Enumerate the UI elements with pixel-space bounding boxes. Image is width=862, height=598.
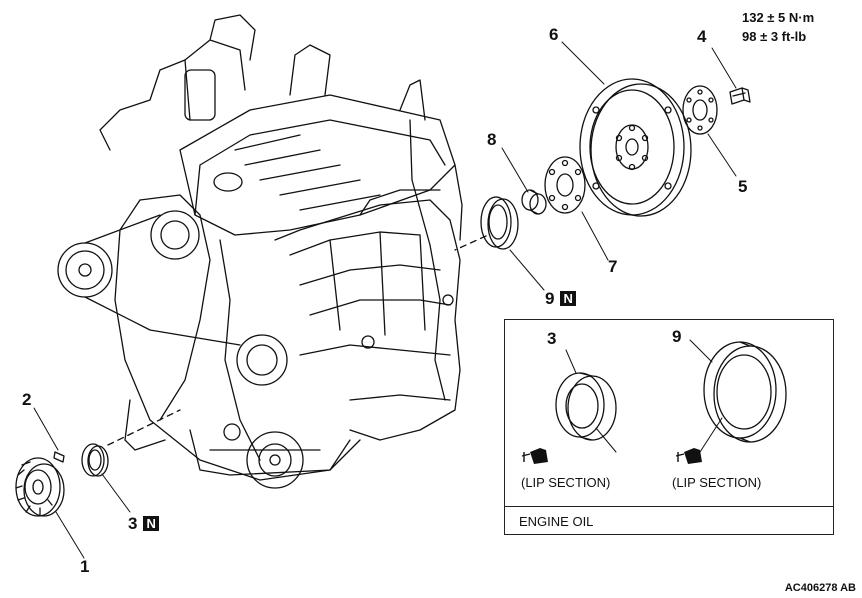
- pilot-bushing-part-8: [521, 189, 547, 215]
- lip-section-label-3: (LIP SECTION): [521, 475, 611, 490]
- alignment-line-front: [107, 409, 181, 446]
- callout-7: 7: [608, 258, 617, 275]
- alignment-line-rear: [454, 235, 487, 251]
- reinforcement-plate-part-5: [682, 85, 718, 135]
- oil-can-icon: [521, 448, 548, 464]
- flywheel-bolt-part-4: [729, 87, 751, 105]
- engine-assembly-drawing: [57, 14, 463, 489]
- adapter-plate-part-7: [544, 156, 586, 214]
- inset-callout-3: 3: [547, 330, 556, 347]
- callout-8: 8: [487, 131, 496, 148]
- inset-seal-3-drawing: [555, 349, 617, 453]
- callout-number: 4: [697, 27, 707, 46]
- callout-number: 1: [80, 557, 90, 576]
- torque-imperial: 98 ± 3 ft-lb: [742, 29, 807, 44]
- leader-lines: [33, 41, 737, 559]
- callout-2: 2: [22, 391, 31, 408]
- new-part-badge: N: [560, 291, 576, 306]
- callout-number: 9: [672, 327, 682, 346]
- callout-number: 5: [738, 177, 748, 196]
- callout-5: 5: [738, 178, 747, 195]
- callout-number: 3: [547, 329, 557, 348]
- inset-callout-9: 9: [672, 328, 681, 345]
- inset-seal-9-drawing: [689, 339, 787, 453]
- oil-can-icon: [675, 448, 702, 464]
- callout-number: 2: [22, 390, 32, 409]
- callout-number: 7: [608, 257, 618, 276]
- inset-divider: [505, 506, 833, 507]
- crankshaft-sprocket-part-1: [15, 457, 65, 517]
- torque-metric: 132 ± 5 N·m: [742, 10, 815, 25]
- woodruff-key-part-2: [53, 451, 65, 463]
- torque-spec: 132 ± 5 N·m 98 ± 3 ft-lb: [742, 8, 814, 46]
- new-part-badge: N: [143, 516, 159, 531]
- figure-id: AC406278 AB: [784, 582, 856, 594]
- legend-engine-oil: ENGINE OIL: [519, 514, 594, 529]
- callout-number: 3: [128, 514, 138, 533]
- callout-1: 1: [80, 558, 89, 575]
- rear-oil-seal-part-9: [480, 196, 519, 250]
- front-oil-seal-part-3: [81, 443, 109, 477]
- oil-application-inset: ENGINE OIL: [504, 319, 834, 535]
- callout-number: 9: [545, 289, 555, 308]
- callout-number: 6: [549, 25, 559, 44]
- lip-section-label-9: (LIP SECTION): [672, 475, 762, 490]
- flywheel-part-6: [579, 78, 692, 217]
- callout-4: 4: [697, 28, 706, 45]
- callout-number: 8: [487, 130, 497, 149]
- callout-6: 6: [549, 26, 558, 43]
